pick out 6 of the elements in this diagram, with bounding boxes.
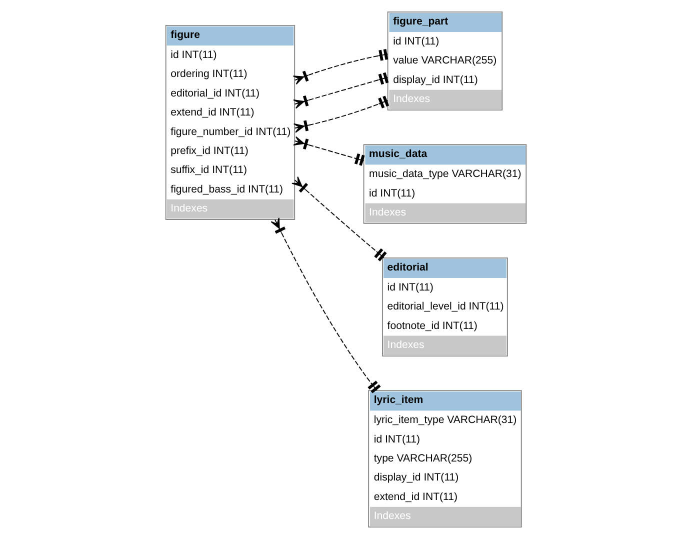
connector xyxy=(292,136,364,166)
connector xyxy=(292,48,388,85)
connector xyxy=(270,217,380,394)
connector xyxy=(292,72,388,109)
connector xyxy=(290,176,386,262)
connector xyxy=(292,96,389,133)
